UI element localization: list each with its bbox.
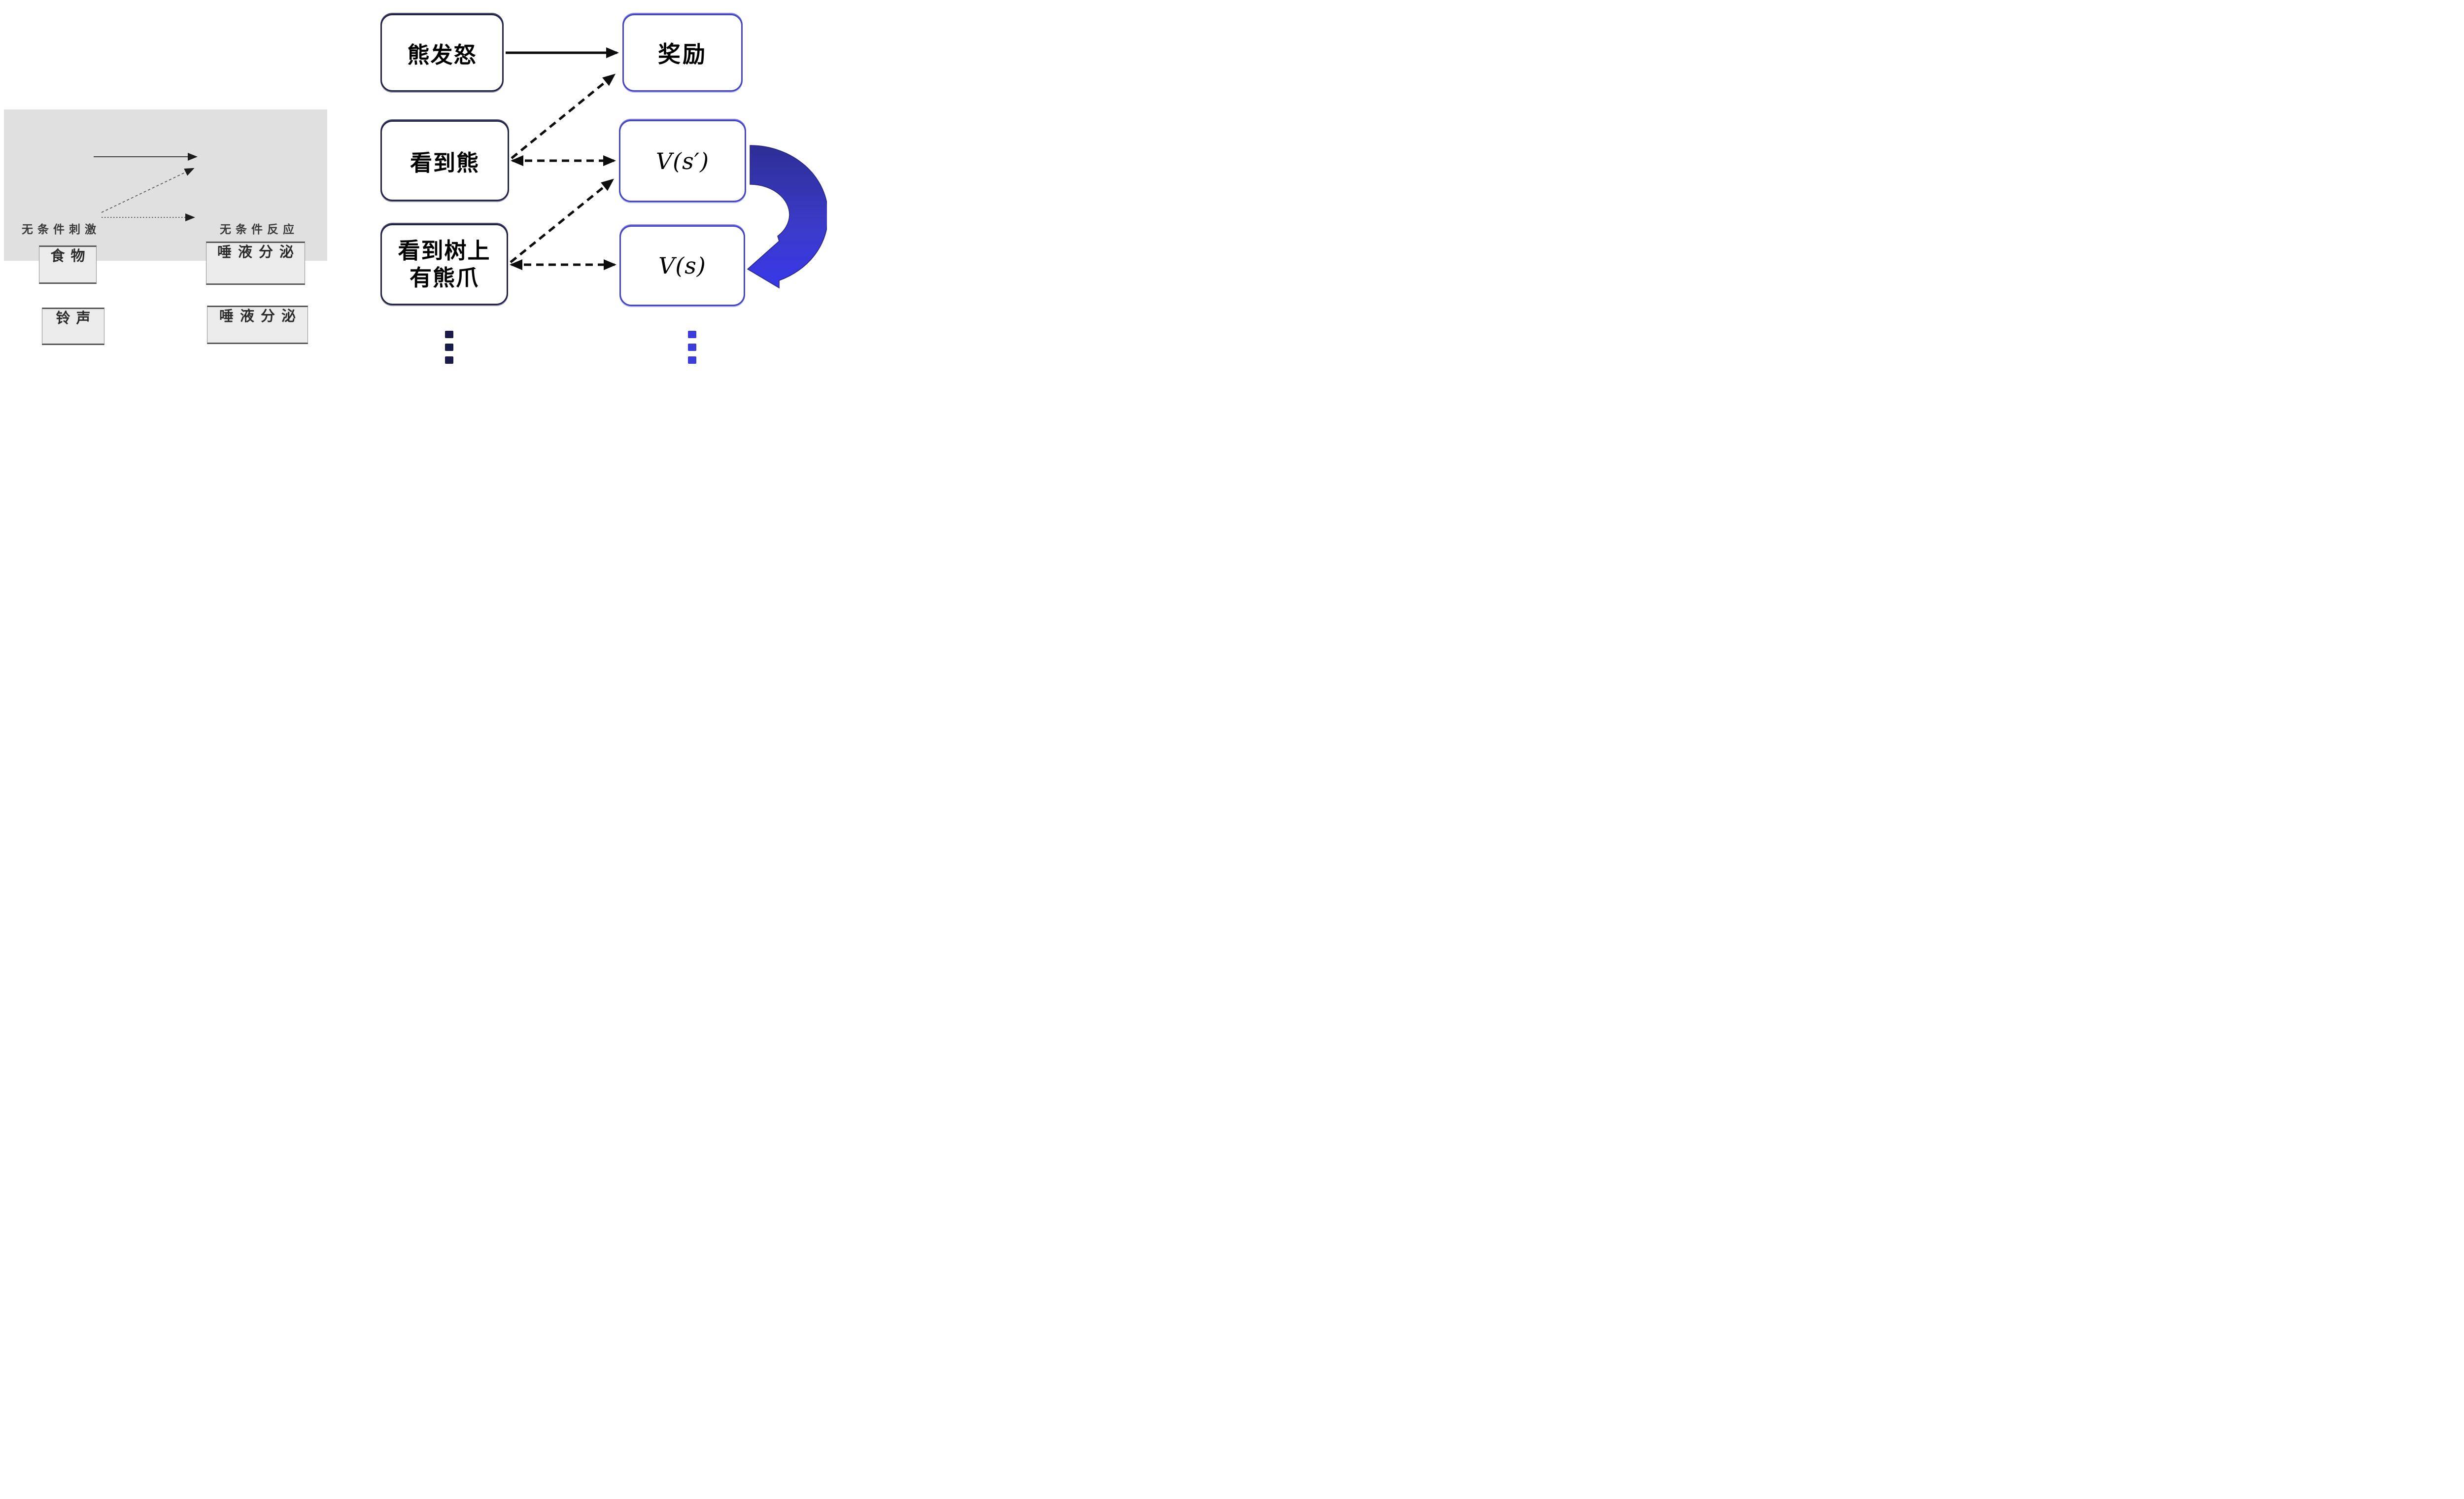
ellipsis-dot [688,344,696,351]
box-see-bear: 看到熊 [380,120,509,201]
ellipsis-dot [445,331,453,338]
pavlov-panel: 无条件刺激 无条件反应 食物 唾液分泌 铃声 唾液分泌 [4,109,327,345]
figure-canvas: 无条件刺激 无条件反应 食物 唾液分泌 铃声 唾液分泌 熊发怒 奖励 看到熊 V… [0,0,827,375]
box-value-next-state: V(s′) [619,120,746,202]
box-salivation-bottom: 唾液分泌 [207,306,308,344]
box-reward: 奖励 [622,14,743,92]
ellipsis-dot [688,356,696,364]
box-see-bear-claw: 看到树上 有熊爪 [380,224,508,305]
label-unconditioned-stimulus: 无条件刺激 [22,223,101,236]
label-unconditioned-response: 无条件反应 [220,223,299,236]
arrow-see-claw-to-value-next-state-diagonal [510,178,615,263]
box-bell: 铃声 [42,308,104,345]
ellipsis-dot [688,331,696,338]
ellipsis-dot [445,356,453,364]
box-value-state: V(s) [619,225,745,306]
box-bear-angry: 熊发怒 [380,14,504,92]
box-salivation-top: 唾液分泌 [206,242,305,285]
cycle-arrow-icon [747,145,827,289]
box-food: 食物 [39,245,97,284]
ellipsis-dot [445,344,453,351]
arrow-see-bear-to-reward-diagonal [511,73,616,159]
